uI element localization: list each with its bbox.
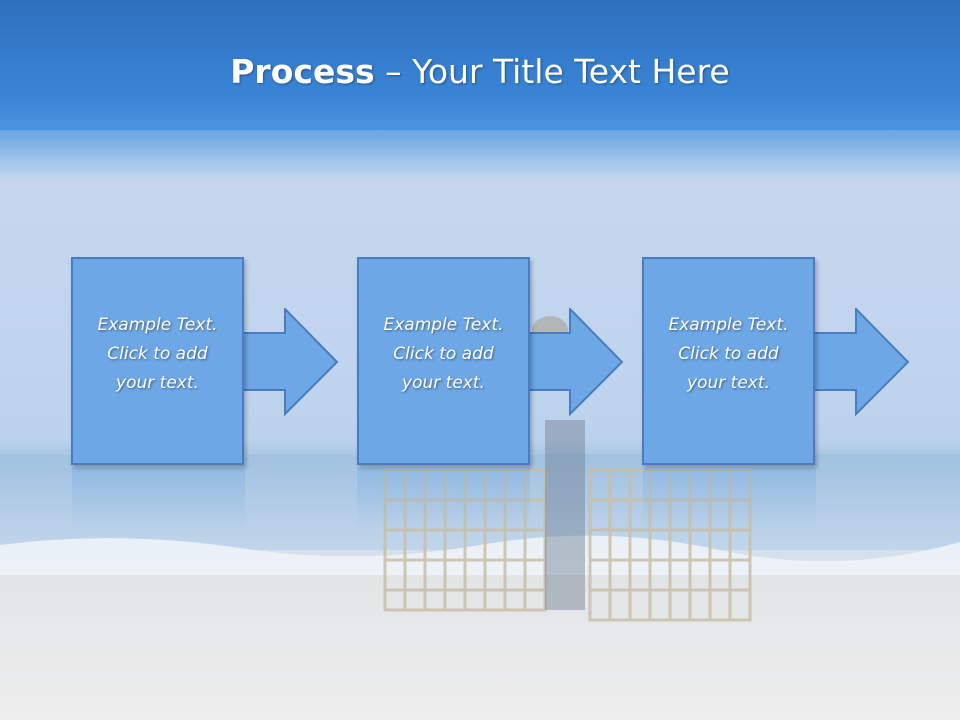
right-arrow-icon[interactable]	[528, 308, 624, 416]
title-bar	[0, 0, 960, 130]
step-text: Example Text. Click to add your text.	[668, 315, 789, 393]
step-text: Example Text. Click to add your text.	[97, 315, 218, 393]
title-bold: Process	[230, 52, 375, 91]
title-rest: – Your Title Text Here	[374, 52, 730, 91]
slide-title[interactable]: Process – Your Title Text Here	[0, 52, 960, 91]
right-arrow-icon[interactable]	[243, 308, 339, 416]
step-text: Example Text. Click to add your text.	[383, 315, 504, 393]
process-step-1[interactable]: Example Text. Click to add your text.	[71, 257, 244, 465]
right-arrow-icon[interactable]	[814, 308, 910, 416]
process-step-3[interactable]: Example Text. Click to add your text.	[642, 257, 815, 465]
process-step-2[interactable]: Example Text. Click to add your text.	[357, 257, 530, 465]
